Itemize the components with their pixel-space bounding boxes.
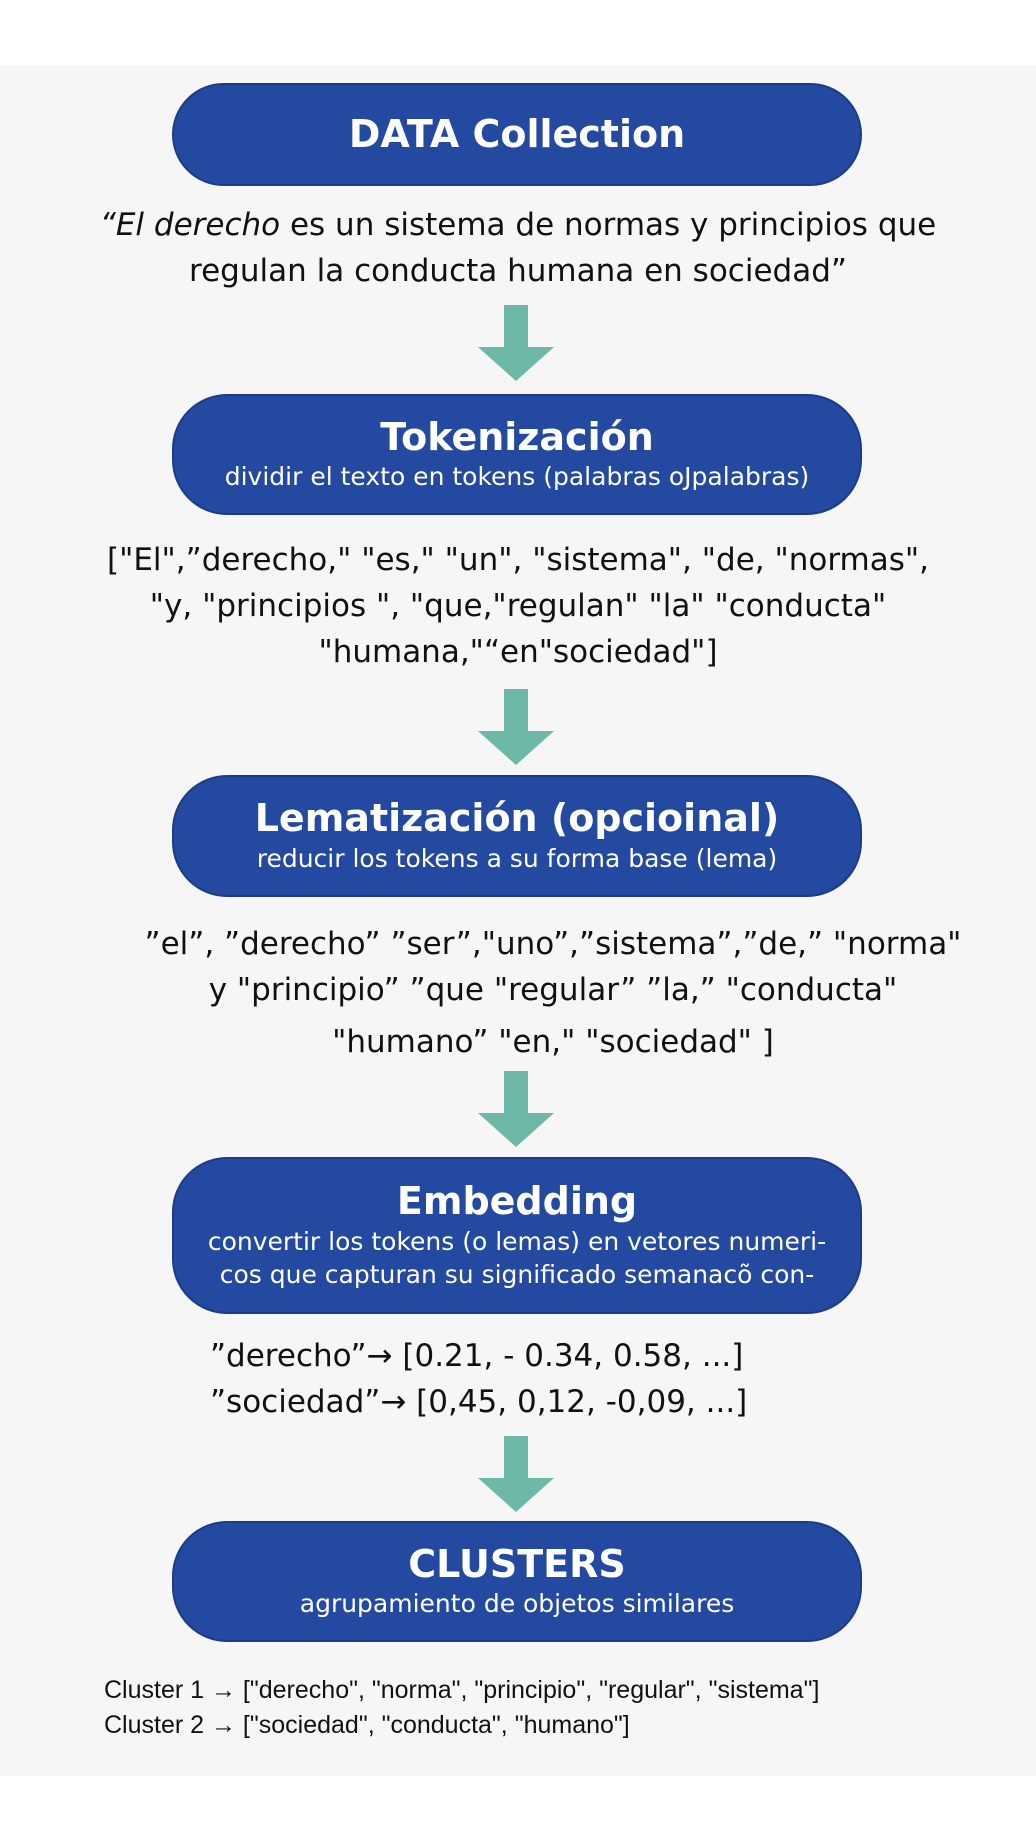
step-subtitle: reducir los tokens a su forma base (lema… bbox=[256, 843, 778, 873]
tokens-line: "y, "principios ", "que,"regulan" "la" "… bbox=[149, 588, 887, 624]
step-data-collection: DATA Collection bbox=[172, 83, 862, 186]
step-title: CLUSTERS bbox=[408, 1541, 626, 1586]
step-title: Lematización (opcioinal) bbox=[254, 796, 780, 841]
embeddings-list: ”derecho”→ [0.21, - 0.34, 0.58, ...] ”so… bbox=[0, 1333, 1036, 1425]
lemmas-line: "humano” "en," "sociedad" ] bbox=[332, 1024, 774, 1060]
step-subtitle: convertir los tokens (o lemas) en vetore… bbox=[207, 1226, 827, 1256]
lemmas-line: ”el”, ”derecho” ”ser”,"uno”,”sistema”,”d… bbox=[144, 926, 962, 962]
arrow-down-icon bbox=[478, 1071, 554, 1147]
arrow-down-icon bbox=[478, 689, 554, 765]
step-lematizacion: Lematización (opcioinal) reducir los tok… bbox=[172, 775, 862, 897]
embedding-line: ”derecho”→ [0.21, - 0.34, 0.58, ...] bbox=[210, 1338, 744, 1374]
lemmas-list: ”el”, ”derecho” ”ser”,"uno”,”sistema”,”d… bbox=[0, 921, 1036, 1065]
cluster-line: Cluster 1 → ["derecho", "norma", "princi… bbox=[104, 1676, 820, 1704]
tokens-line: "humana,"“en"sociedad"] bbox=[318, 634, 718, 670]
arrow-down-icon bbox=[478, 305, 554, 381]
clusters-list: Cluster 1 → ["derecho", "norma", "princi… bbox=[104, 1673, 819, 1743]
quote-italic: “El derecho bbox=[99, 207, 281, 243]
step-embedding: Embedding convertir los tokens (o lemas)… bbox=[172, 1157, 862, 1314]
cluster-line: Cluster 2 → ["sociedad", "conducta", "hu… bbox=[104, 1711, 630, 1739]
quote-line2: regulan la conducta humana en sociedad” bbox=[189, 253, 847, 289]
step-title: Embedding bbox=[396, 1178, 638, 1223]
step-clusters: CLUSTERS agrupamiento de objetos similar… bbox=[172, 1521, 862, 1642]
step-subtitle: cos que capturan su significado semanacõ… bbox=[219, 1260, 815, 1290]
lemmas-line: y "principio” ”que "regular” ”la,” "cond… bbox=[208, 972, 898, 1008]
tokens-list: ["El",”derecho," "es," "un", "sistema", … bbox=[0, 537, 1036, 675]
step-title: Tokenización bbox=[380, 414, 654, 459]
quote-rest: es un sistema de normas y principios que bbox=[280, 207, 937, 243]
tokens-line: ["El",”derecho," "es," "un", "sistema", … bbox=[106, 542, 929, 578]
embedding-line: ”sociedad”→ [0,45, 0,12, -0,09, ...] bbox=[210, 1384, 748, 1420]
step-tokenizacion: Tokenización dividir el texto en tokens … bbox=[172, 394, 862, 515]
arrow-down-icon bbox=[478, 1436, 554, 1512]
quote-text: “El derecho es un sistema de normas y pr… bbox=[0, 202, 1036, 294]
step-subtitle: dividir el texto en tokens (palabras oJp… bbox=[224, 462, 810, 492]
step-title: DATA Collection bbox=[348, 111, 686, 156]
step-subtitle: agrupamiento de objetos similares bbox=[299, 1589, 735, 1619]
